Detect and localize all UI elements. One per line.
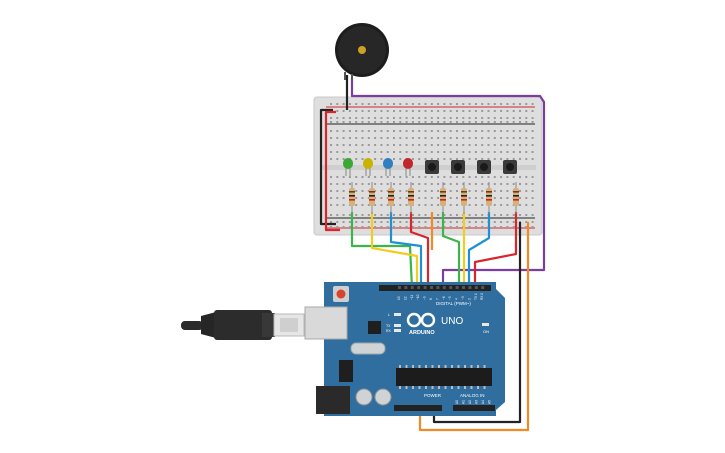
arduino-logo-text: ARDUINO <box>409 330 435 336</box>
wire-orange-power <box>418 222 530 432</box>
piezo-buzzer-icon[interactable] <box>335 23 389 80</box>
resistor-icon <box>513 182 519 214</box>
wire-yellow-led <box>370 212 419 288</box>
digital-pin-label: 12 <box>403 296 407 300</box>
arduino-uno-board[interactable]: ARDUINO UNO DIGITAL (PWM~) POWER ANALOG … <box>304 282 505 416</box>
pushbutton-icon[interactable] <box>477 160 491 174</box>
digital-pin-label: ~10 <box>416 294 420 300</box>
digital-pin-label: 7 <box>435 298 439 300</box>
wire-purple <box>350 78 546 288</box>
resistor-icon <box>369 182 375 214</box>
resistor-icon <box>408 182 414 214</box>
l-label: L <box>388 313 390 317</box>
digital-pin-label: ~11 <box>410 295 414 300</box>
arduino-logo-icon <box>406 312 436 328</box>
led-red[interactable] <box>403 158 413 176</box>
wire-red-rail <box>324 110 340 232</box>
digital-pin-label: RX 0 <box>480 293 484 300</box>
pushbutton-icon[interactable] <box>425 160 439 174</box>
pushbutton-icon[interactable] <box>503 160 517 174</box>
wire-red-led <box>409 212 430 288</box>
analog-label: ANALOG IN <box>460 393 485 398</box>
wire-blue-led <box>389 212 423 288</box>
board-model-label: UNO <box>441 316 463 327</box>
usb-cable[interactable] <box>181 310 305 340</box>
resistor-icon <box>461 182 467 214</box>
wire-blue-btn <box>467 212 491 288</box>
power-label: POWER <box>424 393 442 398</box>
digital-pin-label: 13 <box>397 296 401 300</box>
analog-pin-label: A4 <box>481 400 485 404</box>
digital-pin-label: TX 1 <box>474 293 478 300</box>
analog-pin-label: A0 <box>455 400 459 404</box>
pushbutton-icon[interactable] <box>451 160 465 174</box>
wire-red-btn <box>473 212 518 288</box>
wire-green-btn <box>441 212 461 288</box>
digital-pin-label: ~6 <box>442 296 446 300</box>
led-group <box>343 158 413 176</box>
atmega-chip-pins <box>399 365 486 389</box>
led-blue[interactable] <box>383 158 393 176</box>
resistor-group <box>349 182 519 214</box>
led-green[interactable] <box>343 158 353 176</box>
resistor-icon <box>388 182 394 214</box>
wire-black-rail <box>319 108 336 226</box>
wires <box>319 75 546 432</box>
wire-green-led <box>350 212 414 289</box>
analog-pin-label: A2 <box>468 400 472 404</box>
tx-label: TX <box>386 324 391 328</box>
digital-pin-label: 2 <box>467 298 471 300</box>
analog-pin-label: A5 <box>488 400 492 404</box>
digital-pin-label: 8 <box>429 298 433 300</box>
digital-pin-label: ~5 <box>448 296 452 300</box>
analog-pin-label: A3 <box>475 400 479 404</box>
on-label: ON <box>483 329 489 334</box>
resistor-icon <box>486 182 492 214</box>
resistor-icon <box>440 182 446 214</box>
rx-label: RX <box>386 329 392 333</box>
digital-pin-label: ~9 <box>423 296 427 300</box>
digital-label: DIGITAL (PWM~) <box>436 301 471 306</box>
digital-pin-label: ~3 <box>461 296 465 300</box>
digital-pin-label: 4 <box>455 298 459 300</box>
analog-pin-label: A1 <box>462 400 466 404</box>
pushbutton-group <box>425 160 517 174</box>
led-yellow[interactable] <box>363 158 373 176</box>
resistor-icon <box>349 182 355 214</box>
